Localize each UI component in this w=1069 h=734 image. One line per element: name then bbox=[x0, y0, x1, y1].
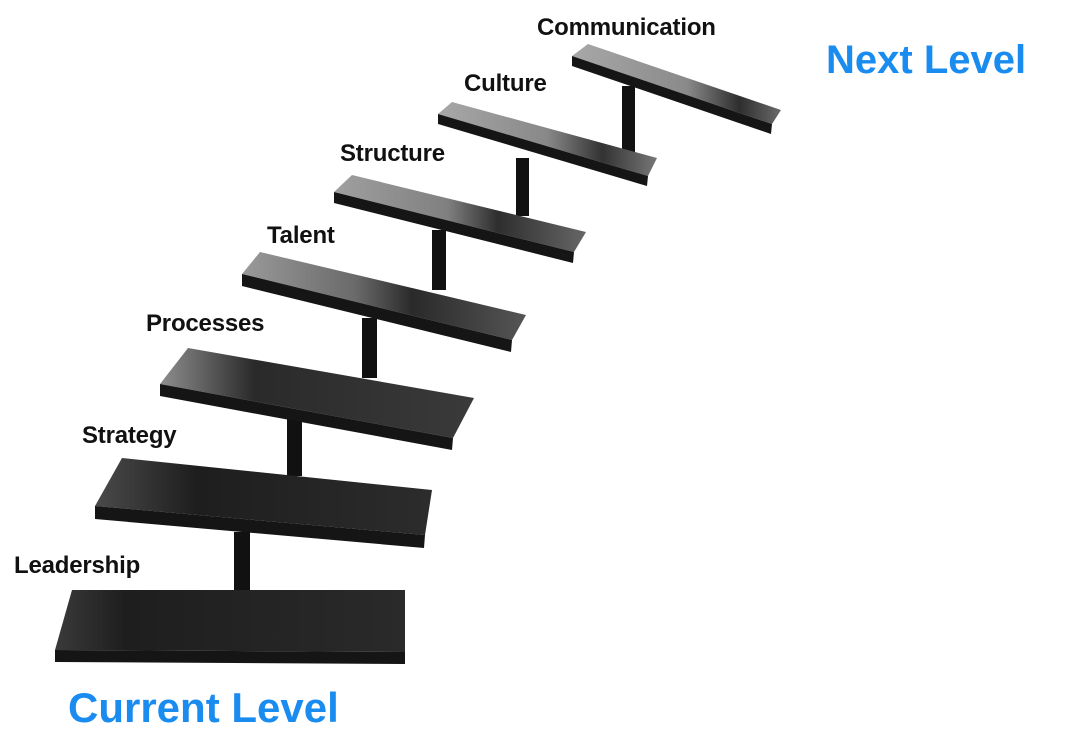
step-label-communication: Communication bbox=[537, 14, 716, 41]
current-level-label: Current Level bbox=[68, 684, 339, 731]
step-culture bbox=[438, 102, 657, 186]
step-communication bbox=[572, 44, 781, 134]
step-post bbox=[432, 230, 446, 290]
step-label-leadership: Leadership bbox=[14, 552, 141, 579]
step-processes bbox=[160, 348, 474, 450]
step-post bbox=[287, 414, 302, 476]
step-talent bbox=[242, 252, 526, 352]
step-post bbox=[362, 318, 377, 378]
step-label-processes: Processes bbox=[146, 310, 265, 337]
step-post bbox=[234, 532, 250, 592]
next-level-label: Next Level bbox=[826, 38, 1027, 82]
step-label-culture: Culture bbox=[464, 70, 547, 97]
step-label-talent: Talent bbox=[267, 222, 335, 249]
step-strategy bbox=[95, 458, 432, 548]
step-leadership bbox=[55, 590, 405, 664]
step-post bbox=[516, 158, 529, 216]
step-label-strategy: Strategy bbox=[82, 422, 177, 449]
step-post bbox=[622, 86, 635, 152]
step-structure bbox=[334, 175, 586, 263]
step-label-structure: Structure bbox=[340, 140, 445, 167]
